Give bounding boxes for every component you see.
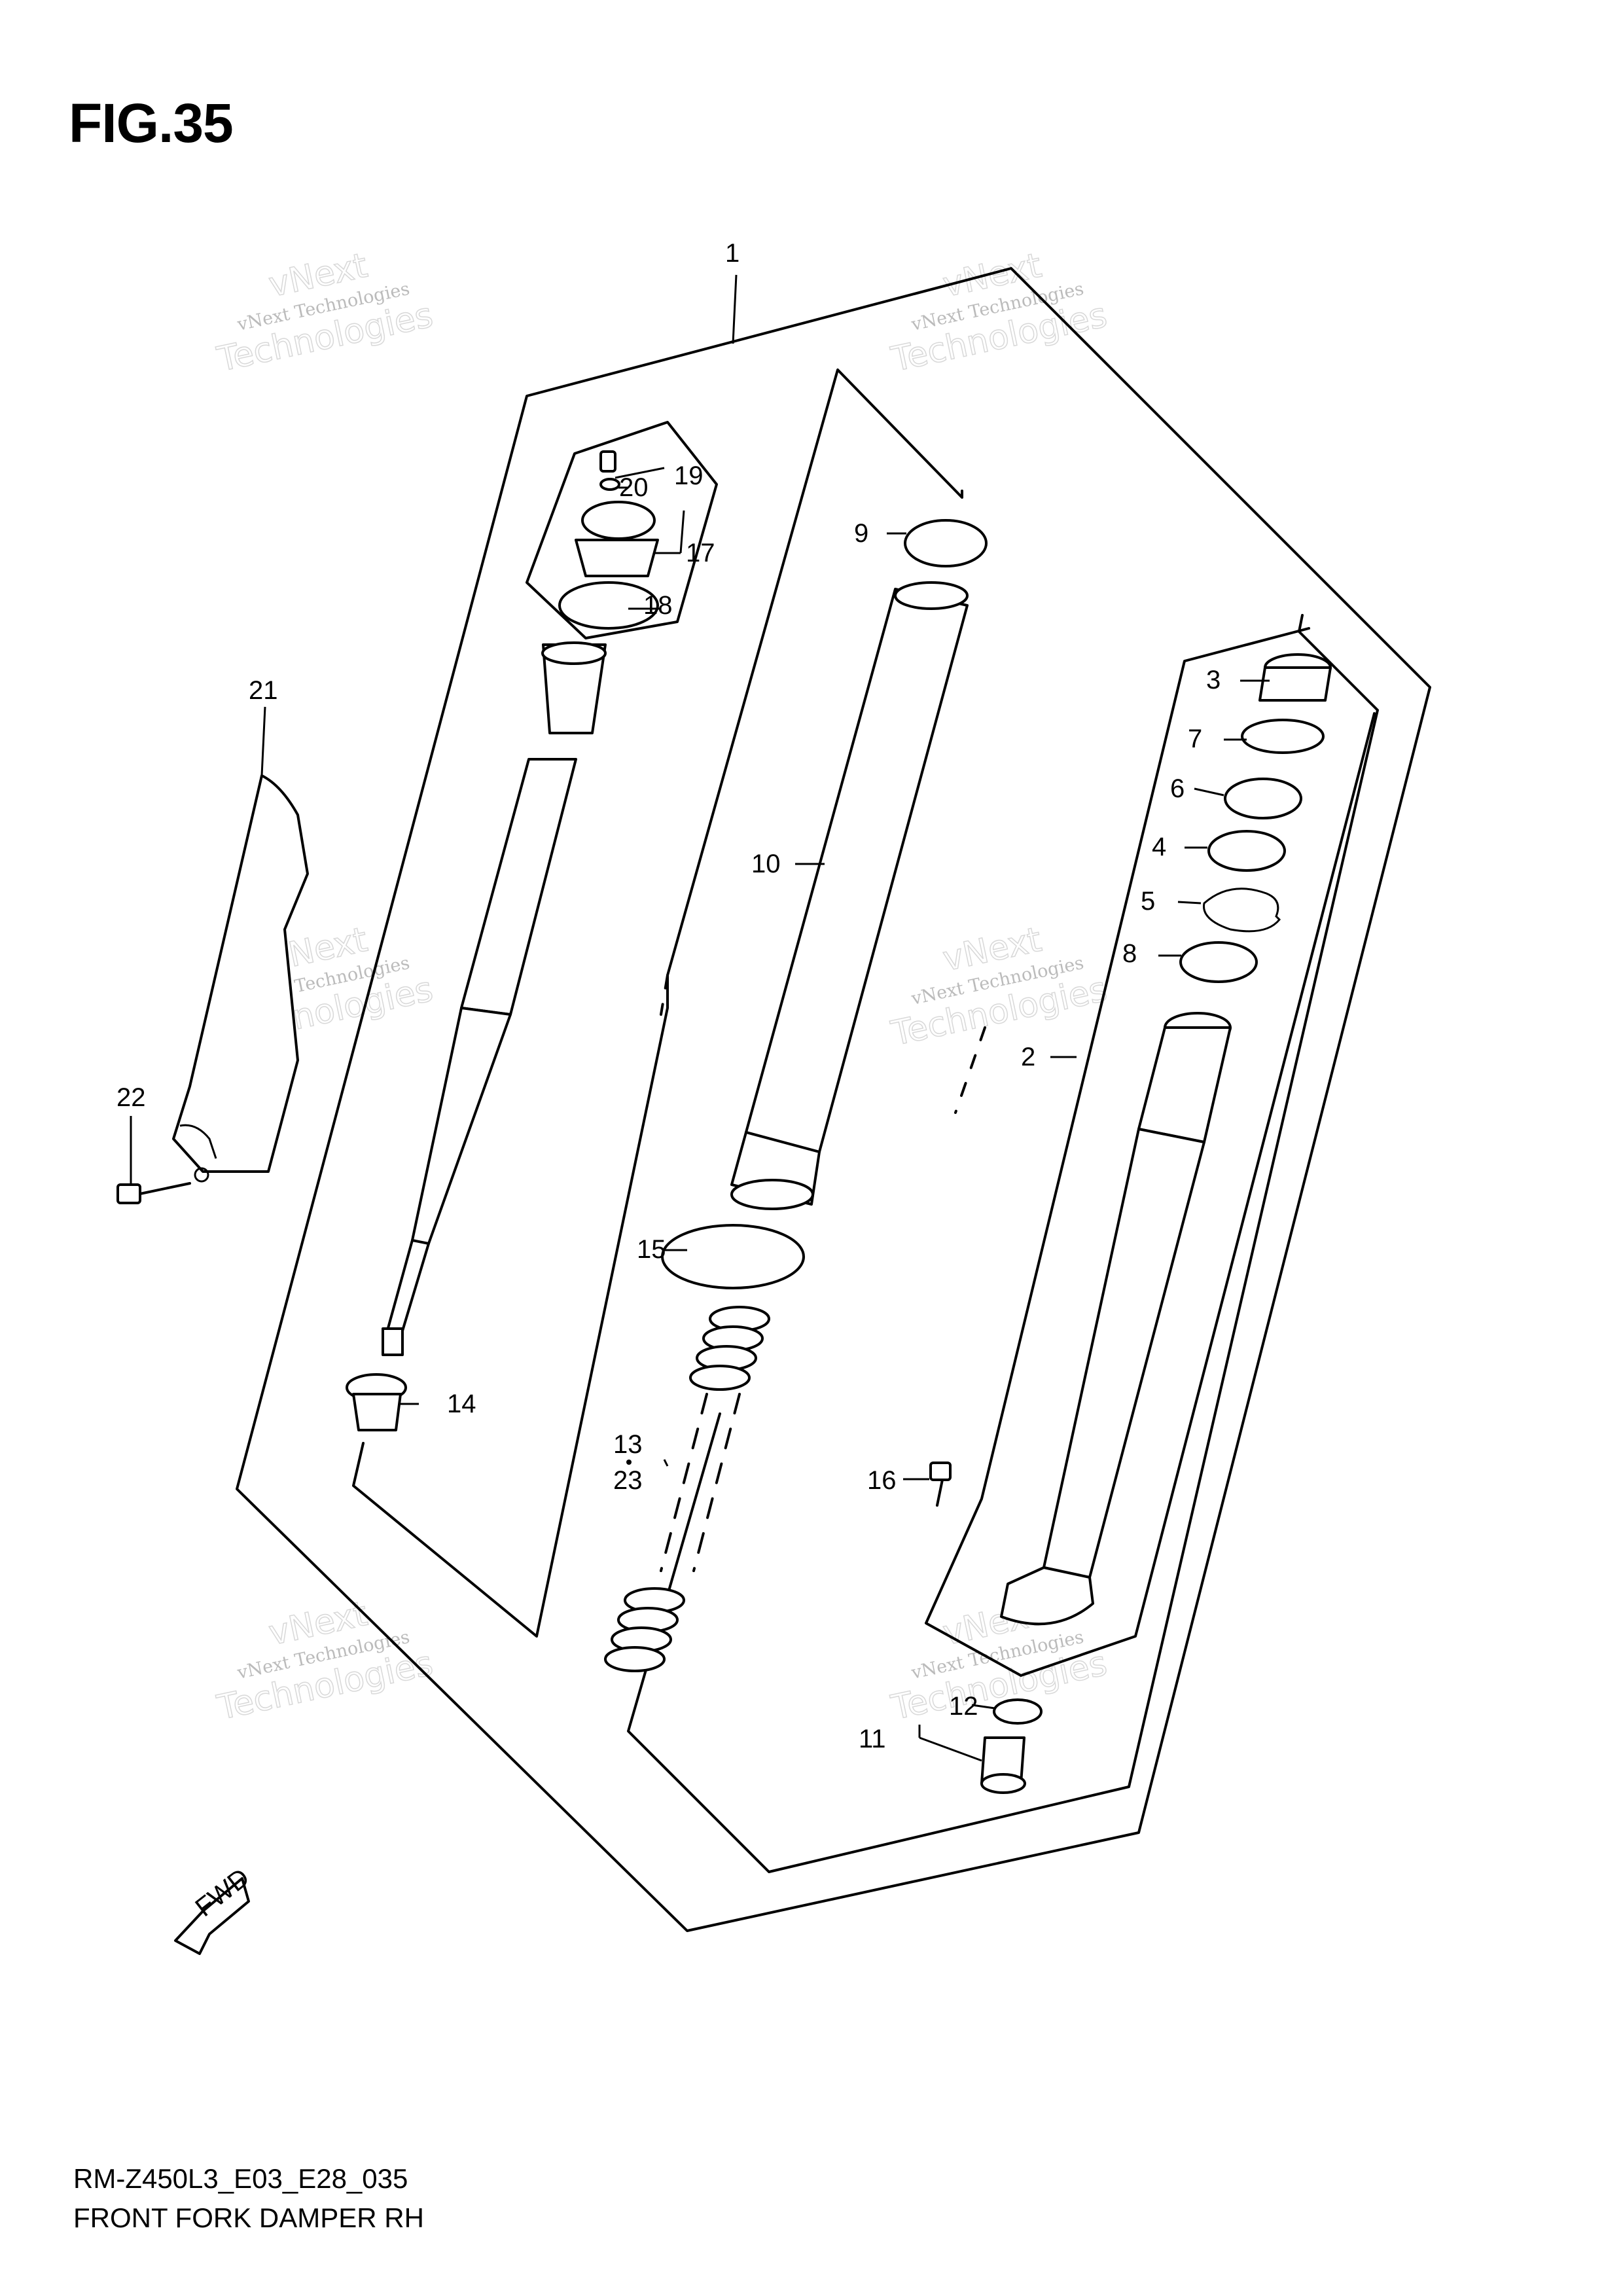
outer-group-dashed-edge xyxy=(954,1026,986,1114)
callout-10: 10 xyxy=(751,850,781,878)
watermark: vNext vNext Technologies Technologies xyxy=(887,920,1111,1054)
callout-2: 2 xyxy=(1021,1043,1035,1071)
assembly-outline xyxy=(236,267,1431,1932)
watermark: vNext vNext Technologies Technologies xyxy=(887,245,1111,380)
outer-tube-group-outline xyxy=(925,627,1376,1677)
model-code: RM-Z450L3_E03_E28_035 xyxy=(73,2163,408,2194)
fork-guard-bracket xyxy=(179,1124,217,1159)
seal-stack xyxy=(1179,653,1332,983)
callout-4: 4 xyxy=(1152,833,1166,861)
callout-19: 19 xyxy=(674,461,704,490)
callout-6: 6 xyxy=(1170,774,1185,803)
o-ring xyxy=(904,519,988,567)
oil-seal-4 xyxy=(1207,830,1286,872)
callout-8: 8 xyxy=(1122,939,1137,968)
callout-9: 9 xyxy=(854,519,868,548)
section-name: FRONT FORK DAMPER RH xyxy=(73,2202,424,2233)
watermark: vNext vNext Technologies Technologies xyxy=(213,245,437,380)
damper-group-dashed-edge xyxy=(660,974,669,1016)
axle-bolt xyxy=(980,1736,1026,1794)
callout-18: 18 xyxy=(643,591,673,620)
rod-bushing xyxy=(346,1373,407,1431)
figure-title: FIG.35 xyxy=(69,92,234,154)
inner-tube xyxy=(730,581,969,1210)
bushing-7 xyxy=(1241,719,1325,754)
damper-group-outline xyxy=(352,368,963,1638)
callout-15: 15 xyxy=(637,1235,666,1264)
callout-12: 12 xyxy=(949,1692,978,1721)
cap-assembly-box xyxy=(526,421,718,639)
callout-21: 21 xyxy=(249,676,278,705)
tube-o-ring xyxy=(661,1224,805,1289)
callout-14: 14 xyxy=(447,1390,476,1418)
snap-ring-5 xyxy=(1203,888,1281,933)
watermark: vNext vNext Technologies Technologies xyxy=(213,1594,437,1729)
outer-tube xyxy=(1000,1012,1232,1626)
callout-22: 22 xyxy=(116,1083,146,1112)
leader-lines xyxy=(130,274,1270,1762)
washer-6 xyxy=(1224,778,1302,819)
damper-rod-assembly xyxy=(382,641,607,1356)
callout-7: 7 xyxy=(1188,725,1202,753)
gasket xyxy=(993,1698,1043,1725)
callout-20: 20 xyxy=(619,473,649,502)
dust-seal-8 xyxy=(1179,941,1258,983)
bleed-bolt xyxy=(929,1462,952,1507)
callout-13: 13 xyxy=(613,1430,643,1459)
watermark-group: vNext vNext Technologies Technologies vN… xyxy=(213,245,1111,1729)
callout-11: 11 xyxy=(859,1725,886,1753)
callout-1: 1 xyxy=(725,239,740,268)
callout-17: 17 xyxy=(686,539,715,567)
callout-16: 16 xyxy=(867,1466,897,1495)
fork-spring xyxy=(604,1306,770,1672)
fork-guard-hole xyxy=(194,1167,209,1183)
callout-3: 3 xyxy=(1206,666,1221,694)
callout-23: 23 xyxy=(613,1466,643,1495)
fork-guard xyxy=(172,774,309,1173)
callout-separator-dot xyxy=(626,1460,632,1465)
guard-bolt xyxy=(116,1182,191,1204)
callout-numbers: 1 2 3 4 5 6 7 8 9 10 11 12 13 14 15 16 1… xyxy=(116,239,1221,1753)
forward-direction-arrow: FWD xyxy=(174,1863,255,1955)
callout-5: 5 xyxy=(1141,887,1155,916)
fork-cap-parts xyxy=(558,450,659,630)
